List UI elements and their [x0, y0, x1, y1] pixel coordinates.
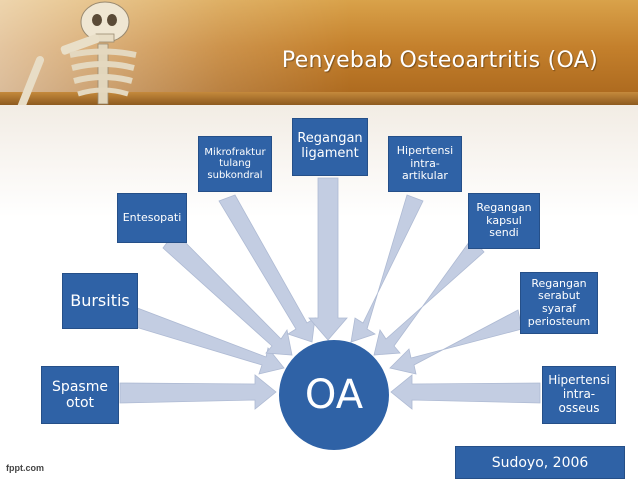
center-oa-circle: OA: [279, 340, 389, 450]
cause-box-bursitis: Bursitis: [62, 273, 138, 329]
cause-label: Hipertensi intra- artikular: [396, 144, 454, 183]
cause-label: Mikrofraktur tulang subkondral: [204, 146, 266, 181]
credit-text: Sudoyo, 2006: [491, 454, 589, 471]
cause-box-regangan-ligament: Regangan ligament: [292, 118, 368, 176]
center-label: OA: [304, 372, 364, 418]
skeleton-image: [17, 1, 137, 105]
slide-title: Penyebab Osteoartritis (OA): [281, 48, 598, 73]
cause-label: Regangan serabut syaraf periosteum: [527, 276, 591, 328]
arrow-spasme-otot: [119, 374, 277, 410]
arrow-entesopati: [162, 231, 293, 356]
arrow-hipertensi-artikular: [350, 194, 424, 343]
arrow-regangan-kapsul: [373, 237, 485, 356]
cause-box-regangan-kapsul: Regangan kapsul sendi: [468, 193, 540, 249]
slide-header: Penyebab Osteoartritis (OA): [0, 0, 638, 105]
cause-label: Bursitis: [70, 290, 130, 310]
cause-box-hipertensi-osseus: Hipertensi intra- osseus: [542, 366, 616, 424]
arrow-mikrofraktur: [218, 194, 316, 343]
cause-label: Regangan kapsul sendi: [476, 201, 532, 240]
fppt-logo: fppt.com: [6, 463, 44, 473]
source-credit: Sudoyo, 2006: [455, 446, 625, 479]
cause-label: Hipertensi intra- osseus: [548, 373, 610, 415]
header-band: [0, 92, 638, 105]
cause-label: Entesopati: [122, 210, 182, 224]
arrow-hipertensi-osseus: [390, 374, 541, 410]
cause-box-entesopati: Entesopati: [117, 193, 187, 243]
cause-box-regangan-serabut: Regangan serabut syaraf periosteum: [520, 272, 598, 334]
cause-label: Regangan ligament: [297, 131, 363, 161]
cause-box-hipertensi-artikular: Hipertensi intra- artikular: [388, 136, 462, 192]
arrow-regangan-serabut: [389, 309, 523, 375]
cause-label: Spasme otot: [52, 378, 108, 411]
cause-box-spasme-otot: Spasme otot: [41, 366, 119, 424]
arrow-regangan-ligament: [308, 177, 348, 341]
arrow-bursitis: [131, 305, 285, 375]
cause-box-mikrofraktur: Mikrofraktur tulang subkondral: [198, 136, 272, 192]
